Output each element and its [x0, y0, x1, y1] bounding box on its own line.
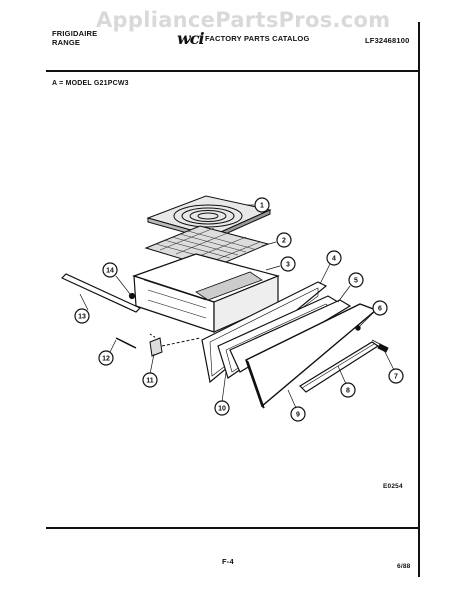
page-number: F-4 — [222, 557, 234, 566]
drawing-code: E0254 — [383, 483, 403, 490]
callout-8-label: 8 — [346, 388, 350, 395]
wci-logo: wci — [177, 29, 205, 48]
callout-12-label: 12 — [102, 356, 110, 363]
callout-11-label: 11 — [146, 378, 154, 385]
callout-6: 6 — [372, 300, 388, 316]
callout-8: 8 — [340, 382, 356, 398]
callout-3-label: 3 — [286, 262, 290, 269]
callout-2: 2 — [276, 232, 292, 248]
callout-13-label: 13 — [78, 314, 86, 321]
callout-6-label: 6 — [378, 306, 382, 313]
callout-leaders — [79, 204, 395, 409]
header-rule — [46, 70, 418, 72]
callout-13: 13 — [74, 308, 90, 324]
footer-date: 6/88 — [397, 563, 411, 570]
roller-bracket — [115, 333, 201, 357]
brand-name: FRIGIDAIRE — [52, 29, 98, 38]
callout-1-label: 1 — [260, 203, 264, 210]
callout-1: 1 — [254, 197, 270, 213]
broiler-drawer — [132, 253, 280, 333]
page-border-right — [418, 22, 420, 577]
callout-4: 4 — [326, 250, 342, 266]
drawer-rail — [60, 273, 142, 313]
watermark: AppliancePartsPros.com — [96, 8, 391, 32]
callout-14-label: 14 — [106, 268, 114, 275]
callout-10-label: 10 — [218, 406, 226, 413]
callout-2-label: 2 — [282, 238, 286, 245]
callout-12: 12 — [98, 350, 114, 366]
callout-4-label: 4 — [332, 256, 336, 263]
catalog-title: FACTORY PARTS CATALOG — [205, 34, 310, 43]
callout-5: 5 — [348, 272, 364, 288]
callout-11: 11 — [142, 372, 158, 388]
callout-14: 14 — [102, 262, 118, 278]
callout-9-label: 9 — [296, 412, 300, 419]
catalog-number: LF32468100 — [365, 36, 410, 45]
callout-5-label: 5 — [354, 278, 358, 285]
model-line: A = MODEL G21PCW3 — [52, 80, 129, 87]
callout-7-label: 7 — [394, 374, 398, 381]
callout-3: 3 — [280, 256, 296, 272]
footer-rule — [46, 527, 418, 529]
callout-9: 9 — [290, 406, 306, 422]
callout-10: 10 — [214, 400, 230, 416]
callout-7: 7 — [388, 368, 404, 384]
product-type: RANGE — [52, 38, 81, 47]
